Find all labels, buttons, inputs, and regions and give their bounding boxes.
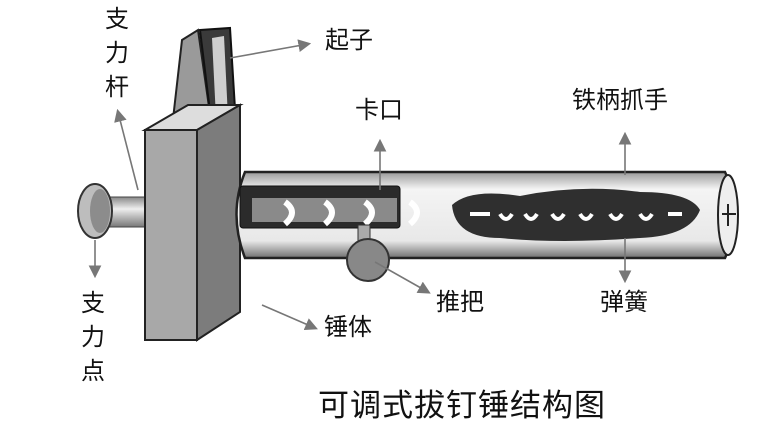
- label-push-handle: 推把: [436, 288, 484, 316]
- push-handle: [346, 224, 390, 282]
- label-spring: 弹簧: [600, 288, 648, 316]
- hammer-body: [141, 103, 244, 342]
- fulcrum-knob: [77, 183, 151, 239]
- notch-slot: [239, 185, 420, 229]
- spring: [452, 188, 700, 241]
- label-notch: 卡口: [355, 96, 403, 124]
- label-iron-handle-grip: 铁柄抓手: [572, 86, 668, 114]
- label-fulcrum: 支力点: [81, 289, 105, 385]
- label-screwdriver: 起子: [325, 26, 373, 54]
- label-hammer-body: 锤体: [324, 313, 372, 341]
- diagram-title: 可调式拔钉锤结构图: [318, 388, 606, 424]
- leader-arrows: [88, 39, 632, 331]
- label-support-rod: 支力杆: [105, 5, 129, 101]
